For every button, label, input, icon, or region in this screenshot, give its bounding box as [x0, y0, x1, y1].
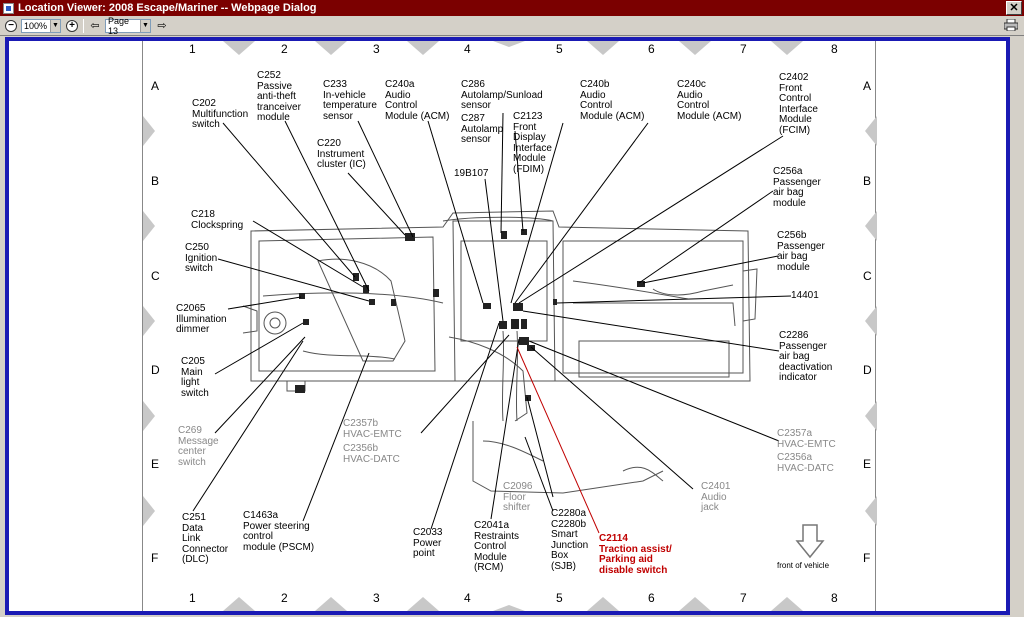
label-c2280: C2280a C2280b Smart Junction Box (SJB): [551, 508, 589, 572]
label-c218: C218 Clockspring: [191, 209, 244, 231]
col-8-bottom: 8: [831, 591, 838, 605]
col-6-bottom: 6: [648, 591, 655, 605]
label-c205: C205 Main light switch: [181, 356, 209, 399]
highlight-leader-line: [516, 346, 600, 534]
row-c-right: C: [863, 269, 872, 283]
previous-page-button[interactable]: ⇦: [88, 19, 102, 33]
label-c202: C202 Multifunction switch: [192, 98, 249, 130]
front-of-vehicle-label: front of vehicle: [777, 561, 830, 570]
zoom-in-button[interactable]: +: [65, 19, 79, 33]
label-c256b: C256b Passenger air bag module: [777, 230, 825, 273]
toolbar-separator: [83, 18, 84, 33]
zoom-value: 100%: [24, 20, 48, 31]
label-c1463a: C1463a Power steering control module (PS…: [243, 510, 315, 553]
label-19b107: 19B107: [454, 168, 489, 179]
connector-markers: [295, 229, 645, 401]
col-8-top: 8: [831, 42, 838, 56]
arrow-right-icon: ⇨: [157, 20, 167, 32]
col-2-top: 2: [281, 42, 288, 56]
label-c2286: C2286 Passenger air bag deactivation ind…: [779, 330, 833, 383]
label-c251: C251 Data Link Connector (DLC): [182, 512, 229, 565]
zoom-out-button[interactable]: −: [4, 19, 18, 33]
col-4-bottom: 4: [464, 591, 471, 605]
label-c220: C220 Instrument cluster (IC): [317, 138, 366, 170]
arrow-left-icon: ⇦: [90, 20, 100, 32]
label-c2123: C2123 Front Display Interface Module (FD…: [513, 111, 552, 175]
print-button[interactable]: [1004, 19, 1018, 31]
row-f-left: F: [151, 551, 159, 565]
col-7-bottom: 7: [740, 591, 747, 605]
label-c2356a: C2356a HVAC-DATC: [777, 452, 834, 474]
row-d-right: D: [863, 363, 872, 377]
zoom-select[interactable]: 100%▼: [21, 18, 61, 33]
label-c2096: C2096 Floor shifter: [503, 481, 533, 513]
row-b-left: B: [151, 174, 160, 188]
col-3-bottom: 3: [373, 591, 380, 605]
label-c2402: C2402 Front Control Interface Module (FC…: [779, 72, 818, 136]
label-c2357a: C2357a HVAC-EMTC: [777, 428, 836, 450]
col-4-top: 4: [464, 42, 471, 56]
row-a-left: A: [151, 79, 160, 93]
label-c269: C269 Message center switch: [178, 425, 219, 468]
chevron-down-icon: ▼: [50, 19, 60, 32]
row-c-left: C: [151, 269, 160, 283]
row-e-right: E: [863, 457, 872, 471]
label-c240a: C240a Audio Control Module (ACM): [385, 79, 450, 122]
label-c250: C250 Ignition switch: [185, 242, 218, 274]
col-5-bottom: 5: [556, 591, 563, 605]
label-c2033: C2033 Power point: [413, 527, 443, 559]
viewer-area[interactable]: 1 2 3 4 5 6 7 8 1 2 3 4 5 6 7 8 A B C D …: [0, 37, 1024, 617]
row-f-right: F: [863, 551, 871, 565]
chevron-down-icon: ▼: [140, 19, 150, 32]
window-title: Location Viewer: 2008 Escape/Mariner -- …: [18, 2, 317, 14]
label-c240c: C240c Audio Control Module (ACM): [677, 79, 742, 122]
grid-diamonds: [143, 41, 877, 611]
leader-lines: [192, 112, 792, 530]
label-c2357b: C2357b HVAC-EMTC: [343, 418, 402, 440]
row-a-right: A: [863, 79, 872, 93]
row-b-right: B: [863, 174, 872, 188]
page-select[interactable]: Page 13 ▼: [105, 15, 151, 36]
printer-icon: [1004, 19, 1018, 31]
col-1-bottom: 1: [189, 591, 196, 605]
label-c240b: C240b Audio Control Module (ACM): [580, 79, 645, 122]
label-c2114: C2114 Traction assist/ Parking aid disab…: [599, 533, 672, 576]
label-c2041a: C2041a Restraints Control Module (RCM): [474, 520, 520, 573]
toolbar: − 100%▼ + ⇦ Page 13▼ ⇨: [0, 16, 1024, 36]
location-diagram-page: 1 2 3 4 5 6 7 8 1 2 3 4 5 6 7 8 A B C D …: [142, 41, 877, 611]
diagram-drawing: [143, 41, 877, 611]
front-arrow-icon: [795, 524, 825, 559]
document-frame: 1 2 3 4 5 6 7 8 1 2 3 4 5 6 7 8 A B C D …: [5, 37, 1010, 615]
row-d-left: D: [151, 363, 160, 377]
close-button[interactable]: ✕: [1006, 1, 1022, 15]
label-c233: C233 In-vehicle temperature sensor: [323, 79, 377, 122]
label-c252: C252 Passive anti-theft tranceiver modul…: [257, 70, 301, 123]
instrument-panel-sketch: [242, 210, 758, 494]
col-5-top: 5: [556, 42, 563, 56]
col-2-bottom: 2: [281, 591, 288, 605]
col-7-top: 7: [740, 42, 747, 56]
title-bar: Location Viewer: 2008 Escape/Mariner -- …: [0, 0, 1024, 16]
label-c286: C286 Autolamp/Sunload sensor: [461, 79, 543, 111]
label-c256a: C256a Passenger air bag module: [773, 166, 821, 209]
col-3-top: 3: [373, 42, 380, 56]
page-value: Page 13: [108, 15, 130, 36]
col-1-top: 1: [189, 42, 196, 56]
label-14401: 14401: [791, 290, 819, 301]
app-icon: [3, 2, 14, 14]
row-e-left: E: [151, 457, 160, 471]
label-c2356b: C2356b HVAC-DATC: [343, 443, 400, 465]
zoom-in-icon: +: [66, 19, 78, 32]
label-c287: C287 Autolamp sensor: [461, 113, 504, 145]
label-c2401: C2401 Audio jack: [701, 481, 731, 513]
next-page-button[interactable]: ⇨: [155, 19, 169, 33]
col-6-top: 6: [648, 42, 655, 56]
label-c2065: C2065 Illumination dimmer: [176, 303, 227, 335]
zoom-out-icon: −: [5, 19, 17, 32]
